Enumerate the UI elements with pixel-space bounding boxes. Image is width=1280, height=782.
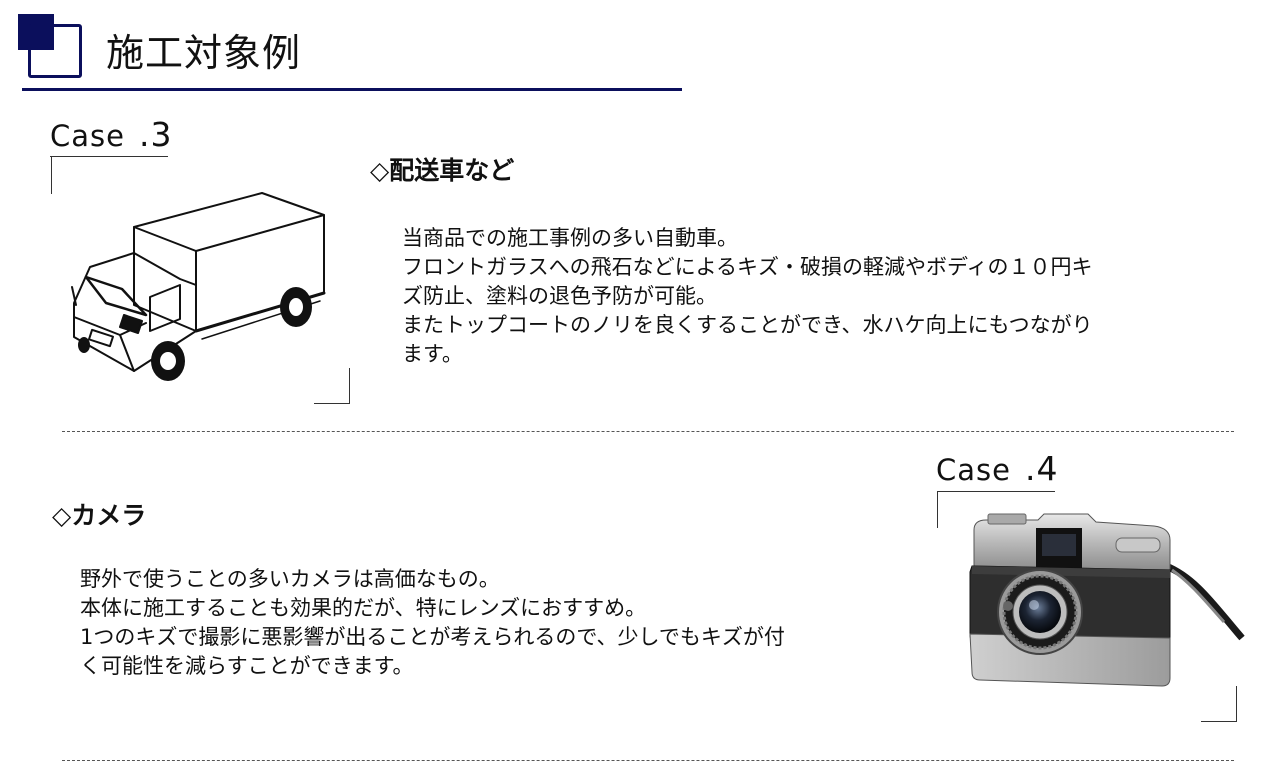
case3-line-2: フロントガラスへの飛石などによるキズ・破損の軽減やボディの１０円キ <box>402 255 1093 279</box>
case3-label: Case .3 <box>50 115 173 154</box>
case4-description: 野外で使うことの多いカメラは高価なもの。 本体に施工することも効果的だが、特にレ… <box>80 565 930 681</box>
case4-line-1: 野外で使うことの多いカメラは高価なもの。 <box>80 567 500 591</box>
case3-corner-top-left <box>51 156 52 194</box>
section-divider-1 <box>62 431 1234 432</box>
case4-label: Case .4 <box>936 449 1059 488</box>
section-divider-2 <box>62 760 1234 761</box>
page-title: 施工対象例 <box>106 31 302 75</box>
case4-number: .4 <box>1024 449 1059 488</box>
case3-label-underline <box>50 156 168 157</box>
case4-label-underline <box>937 491 1055 492</box>
camera-photo <box>969 513 1245 687</box>
case4-line-3: 1つのキズで撮影に悪影響が出ることが考えられるので、少しでもキズが付 <box>80 625 785 649</box>
case4-heading: ◇カメラ <box>52 501 147 530</box>
case3-line-4: またトップコートのノリを良くすることができ、水ハケ向上にもつながり <box>402 313 1093 337</box>
case4-corner-top-left <box>937 491 938 528</box>
case3-label-text: Case <box>50 119 125 153</box>
case3-corner-bottom-right-v <box>349 368 350 404</box>
case3-line-3: ズ防止、塗料の退色予防が可能。 <box>402 284 717 308</box>
case4-corner-bottom-right-h <box>1201 721 1237 722</box>
case4-line-4: く可能性を減らすことができます。 <box>80 654 414 678</box>
case3-number: .3 <box>138 115 173 154</box>
case3-line-5: ます。 <box>402 342 463 366</box>
case3-description: 当商品での施工事例の多い自動車。 フロントガラスへの飛石などによるキズ・破損の軽… <box>402 224 1242 369</box>
case3-heading: ◇配送車など <box>370 156 515 185</box>
truck-illustration <box>71 192 326 381</box>
case3-corner-bottom-right-h <box>314 403 350 404</box>
case4-corner-bottom-right-v <box>1236 686 1237 722</box>
case3-line-1: 当商品での施工事例の多い自動車。 <box>402 226 738 250</box>
title-square-icon <box>18 14 82 78</box>
title-underline <box>22 88 682 91</box>
case4-label-text: Case <box>936 453 1011 487</box>
case4-line-2: 本体に施工することも効果的だが、特にレンズにおすすめ。 <box>80 596 647 620</box>
